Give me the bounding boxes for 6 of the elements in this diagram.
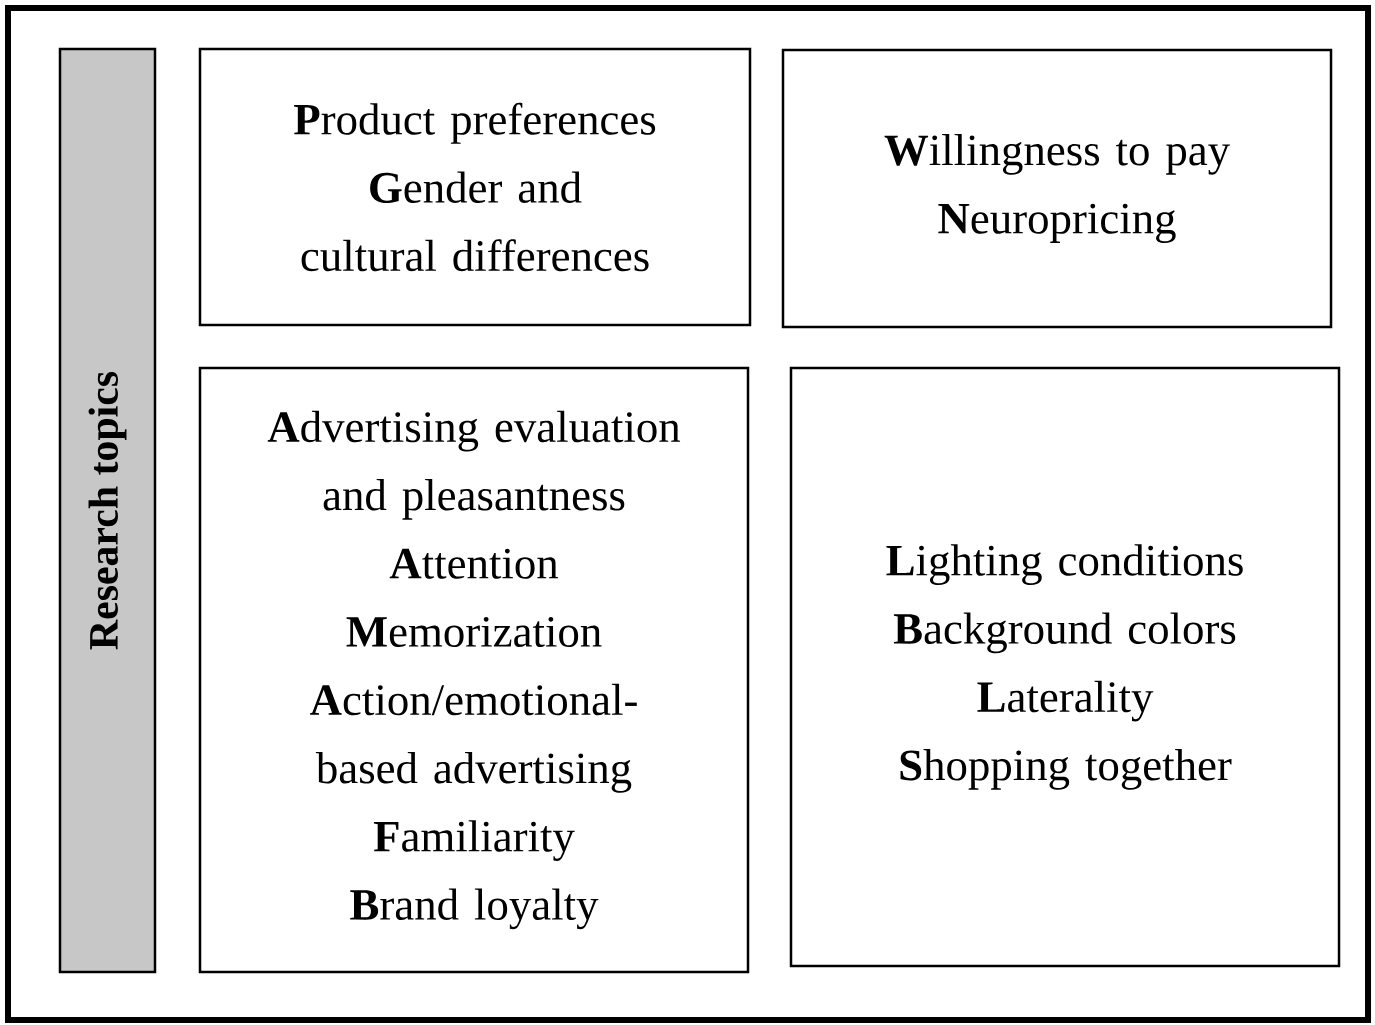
topic-box: Advertising evaluation and pleasantness Attention Memorization Action/emotional-based advertising Familiarity Brand loyalty (198, 366, 750, 974)
topic-box: Lighting conditions Background colors Laterality Shopping together (789, 366, 1341, 968)
topic-box: Product preferences Gender and cultural differences (198, 47, 752, 327)
vertical-band: Research topics (58, 47, 157, 974)
frame (5, 5, 1371, 1023)
topic-box: Willingness to pay Neuropricing (781, 48, 1333, 329)
